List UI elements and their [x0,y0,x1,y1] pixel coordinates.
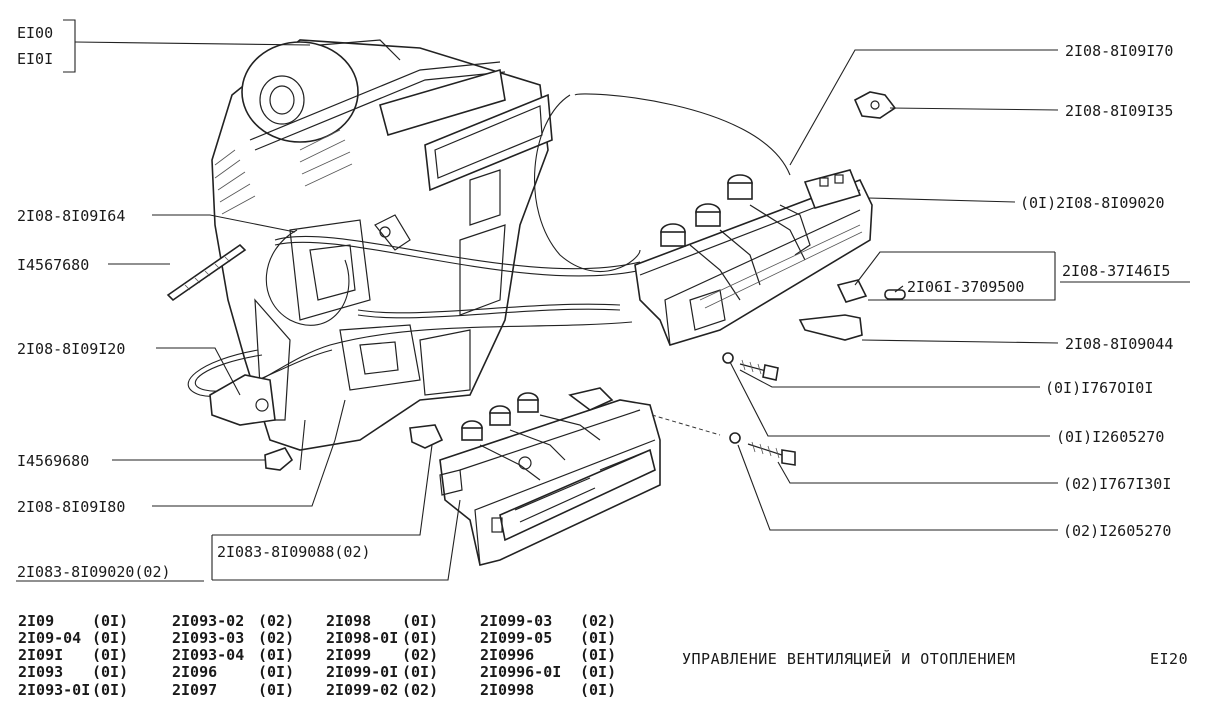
label-3709500: 2I06I-3709500 [907,278,1024,296]
model-code: 2I099 [326,646,371,664]
model-variant: (0I) [580,646,616,664]
label-8109180: 2I08-8I09I80 [17,498,125,516]
model-variant: (0I) [92,681,128,699]
models-table: 2I09(0I)2I09-04(0I)2I09I(0I)2I093(0I)2I0… [18,612,616,699]
model-variant: (0I) [402,663,438,681]
model-variant: (0I) [402,612,438,630]
model-code: 2I093 [18,663,63,681]
label-12605270-01: (0I)I2605270 [1056,428,1164,446]
model-variant: (0I) [402,629,438,647]
label-3714615: 2I08-37I46I5 [1062,262,1170,280]
model-code: 2I093-02 [172,612,244,630]
page-title: УПРАВЛЕНИЕ ВЕНТИЛЯЦИЕЙ И ОТОПЛЕНИЕМ [682,649,1016,668]
model-variant: (0I) [580,629,616,647]
model-variant: (0I) [258,663,294,681]
model-code: 2I093-0I [18,681,90,699]
model-code: 2I093-04 [172,646,244,664]
part-labels: EI00 EI0I 2I08-8I09I70 2I08-8I09I35 (0I)… [17,24,1173,581]
label-8109044: 2I08-8I09044 [1065,335,1173,353]
label-14567680: I4567680 [17,256,89,274]
model-variant: (0I) [258,681,294,699]
label-81090088: 2I083-8I09088(02) [217,543,371,561]
model-code: 2I099-03 [480,612,552,630]
model-code: 2I09-04 [18,629,81,647]
model-variant: (0I) [92,663,128,681]
model-code: 2I096 [172,663,217,681]
label-8109164: 2I08-8I09I64 [17,207,125,225]
model-variant: (02) [580,612,616,630]
model-variant: (0I) [258,646,294,664]
model-code: 2I0998 [480,681,534,699]
left-parts [166,243,444,471]
model-variant: (0I) [92,612,128,630]
model-variant: (02) [402,681,438,699]
model-code: 2I098 [326,612,371,630]
heater-cables [187,93,791,397]
label-81090020: 2I083-8I09020(02) [17,563,171,581]
control-unit-upper [634,169,873,346]
model-code: 2I099-0I [326,663,398,681]
model-variant: (02) [258,612,294,630]
model-variant: (0I) [580,681,616,699]
model-variant: (0I) [580,663,616,681]
model-variant: (0I) [92,646,128,664]
model-code: 2I09I [18,646,63,664]
label-17671301: (02)I767I30I [1063,475,1171,493]
model-code: 2I098-0I [326,629,398,647]
model-code: 2I0996 [480,646,534,664]
model-code: 2I093-03 [172,629,244,647]
model-variant: (0I) [92,629,128,647]
label-8109135: 2I08-8I09I35 [1065,102,1173,120]
label-12605270-02: (02)I2605270 [1063,522,1171,540]
model-code: 2I097 [172,681,217,699]
control-unit-lower [439,387,661,566]
label-8109120: 2I08-8I09I20 [17,340,125,358]
model-code: 2I099-02 [326,681,398,699]
small-parts [722,91,906,466]
page-code: EI20 [1150,650,1188,668]
model-code: 2I099-05 [480,629,552,647]
label-14569680: I4569680 [17,452,89,470]
label-8109020: (0I)2I08-8I09020 [1020,194,1165,212]
label-ei00: EI00 [17,24,53,42]
model-variant: (02) [258,629,294,647]
model-code: 2I09 [18,612,54,630]
label-17670101: (0I)I767OI0I [1045,379,1153,397]
heater-housing [211,39,553,451]
leader-lines [63,19,1059,581]
label-ei01: EI0I [17,50,53,68]
model-code: 2I0996-0I [480,663,561,681]
label-8109170: 2I08-8I09I70 [1065,42,1173,60]
model-variant: (02) [402,646,438,664]
